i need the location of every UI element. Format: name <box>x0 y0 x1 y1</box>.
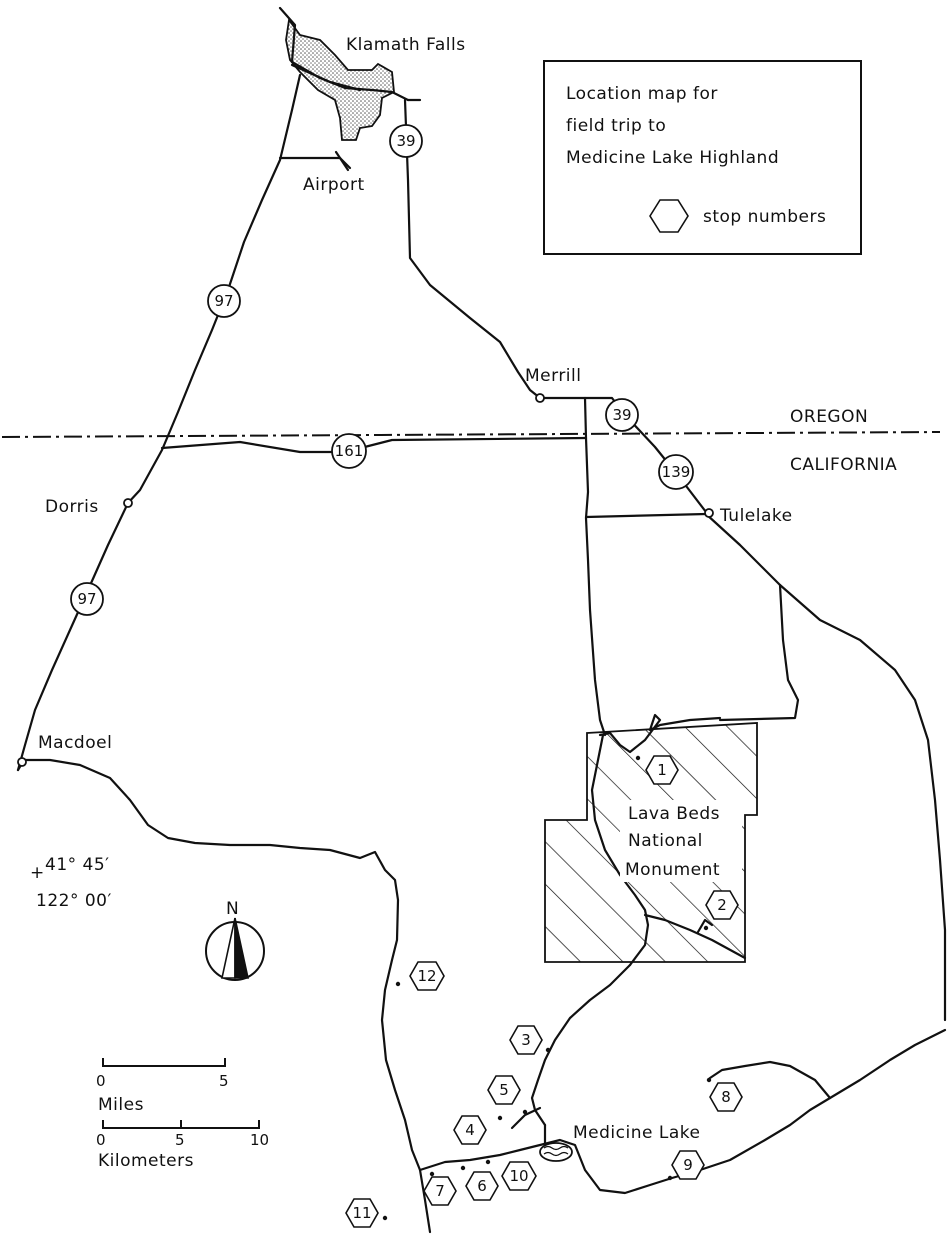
highway-39-north-shield: 39 <box>389 124 423 158</box>
legend-title-line2: field trip to <box>566 116 666 136</box>
stop-5-hexagon: 5 <box>487 1075 521 1105</box>
svg-text:1: 1 <box>657 761 667 779</box>
north-arrow-letter: N <box>226 899 239 919</box>
label-airport: Airport <box>303 175 365 195</box>
stop-1-hexagon: 1 <box>645 755 679 785</box>
stop-4-hexagon: 4 <box>453 1115 487 1145</box>
scale-km-5: 5 <box>175 1131 185 1149</box>
north-arrow: N <box>205 899 265 981</box>
macdoel-marker <box>17 757 27 767</box>
stop-10-hexagon: 10 <box>501 1161 537 1191</box>
svg-text:6: 6 <box>477 1177 487 1195</box>
scale-miles-5: 5 <box>219 1072 229 1090</box>
svg-text:39: 39 <box>612 406 631 424</box>
merrill-marker <box>535 393 545 403</box>
stop-2-hexagon: 2 <box>705 890 739 920</box>
svg-text:8: 8 <box>721 1088 731 1106</box>
label-merrill: Merrill <box>525 366 581 386</box>
svg-text:97: 97 <box>214 292 233 310</box>
stop-location-dots <box>382 755 712 1221</box>
coordinate-lat: 41° 45′ <box>45 855 110 875</box>
legend-hexagon-icon <box>649 199 689 233</box>
svg-text:3: 3 <box>521 1031 531 1049</box>
scale-km-0: 0 <box>96 1131 106 1149</box>
svg-text:7: 7 <box>435 1182 445 1200</box>
legend-title-line1: Location map for <box>566 84 718 104</box>
coordinate-lon: 122° 00′ <box>36 891 112 911</box>
stop-3-hexagon: 3 <box>509 1025 543 1055</box>
legend-box: Location map for field trip to Medicine … <box>543 60 862 255</box>
label-oregon: OREGON <box>790 407 868 427</box>
legend-title-line3: Medicine Lake Highland <box>566 148 779 168</box>
stop-8-hexagon: 8 <box>709 1082 743 1112</box>
highway-139-shield: 139 <box>658 454 694 490</box>
scale-miles-label: Miles <box>98 1095 144 1115</box>
label-lava-beds: Lava Beds <box>628 804 720 824</box>
svg-text:4: 4 <box>465 1121 475 1139</box>
medicine-lake-water <box>539 1142 573 1162</box>
highway-97-north-shield: 97 <box>207 284 241 318</box>
label-macdoel: Macdoel <box>38 733 112 753</box>
svg-text:97: 97 <box>77 590 96 608</box>
scale-km-10: 10 <box>250 1131 269 1149</box>
label-dorris: Dorris <box>45 497 99 517</box>
scale-km-label: Kilometers <box>98 1151 194 1171</box>
svg-text:39: 39 <box>396 132 415 150</box>
label-national: National <box>628 831 703 851</box>
stop-11-hexagon: 11 <box>345 1198 379 1228</box>
highway-161-shield: 161 <box>331 433 367 469</box>
stop-12-hexagon: 12 <box>409 961 445 991</box>
svg-text:10: 10 <box>509 1167 528 1185</box>
label-klamath-falls: Klamath Falls <box>346 35 466 55</box>
stop-6-hexagon: 6 <box>465 1171 499 1201</box>
svg-text:12: 12 <box>417 967 436 985</box>
stop-7-hexagon: 7 <box>423 1176 457 1206</box>
scale-bar: 0 5 Miles 0 5 10 Kilometers <box>96 1058 269 1171</box>
label-california: CALIFORNIA <box>790 455 897 475</box>
highway-39-south-shield: 39 <box>605 398 639 432</box>
label-tulelake: Tulelake <box>719 506 793 526</box>
lava-beds-label-backing <box>620 800 742 882</box>
oregon-california-border <box>1 431 941 438</box>
coordinate-cross: + <box>30 863 45 883</box>
stop-9-hexagon: 9 <box>671 1150 705 1180</box>
coordinate-marker: + 41° 45′ 122° 00′ <box>30 855 112 911</box>
svg-text:139: 139 <box>662 463 691 481</box>
dorris-marker <box>123 498 133 508</box>
label-medicine-lake: Medicine Lake <box>573 1123 700 1143</box>
highway-97-south-shield: 97 <box>70 582 104 616</box>
svg-text:2: 2 <box>717 896 727 914</box>
svg-text:9: 9 <box>683 1156 693 1174</box>
scale-miles-0: 0 <box>96 1072 106 1090</box>
label-monument: Monument <box>625 860 720 880</box>
svg-text:11: 11 <box>352 1204 371 1222</box>
klamath-falls-urban-area <box>285 17 395 141</box>
legend-stop-label: stop numbers <box>703 207 826 227</box>
tulelake-marker <box>704 508 714 518</box>
svg-text:5: 5 <box>499 1081 509 1099</box>
svg-text:161: 161 <box>335 442 364 460</box>
